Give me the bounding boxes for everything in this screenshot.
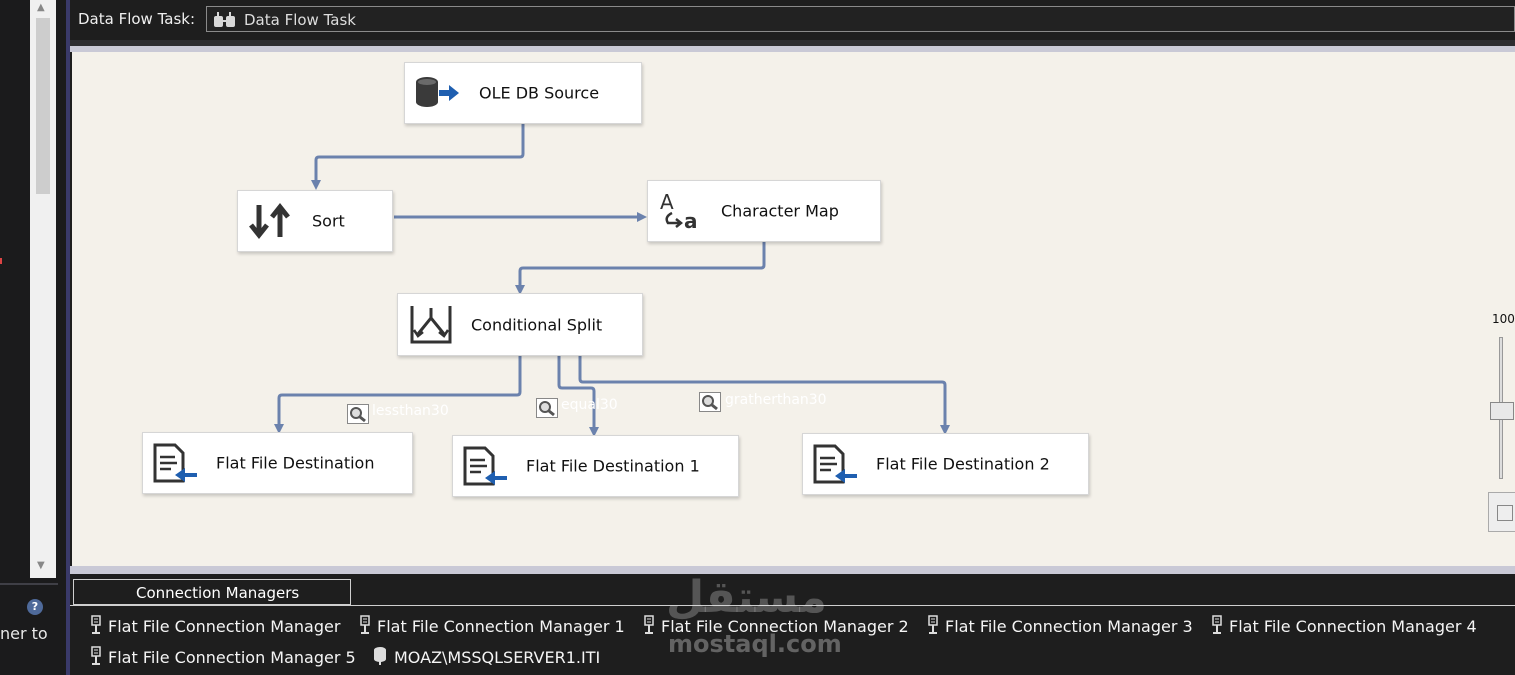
task-toolbar: Data Flow Task: Data Flow Task xyxy=(70,0,1515,40)
connection-manager-label: Flat File Connection Manager 5 xyxy=(108,648,356,667)
ole-db-source-icon xyxy=(416,77,459,107)
flat-file-connection-icon xyxy=(91,646,101,665)
data-viewer-equal-icon[interactable] xyxy=(536,398,558,418)
left-scrollbar[interactable]: ▲ ▼ xyxy=(30,0,56,578)
flat-file-connection-icon xyxy=(91,615,101,634)
conditional-split-node[interactable]: Conditional Split xyxy=(397,293,643,356)
flat-file-connection-icon xyxy=(1212,615,1222,634)
connection-manager-item[interactable]: Flat File Connection Manager xyxy=(90,615,340,636)
flat-file-destination-label: Flat File Destination xyxy=(216,453,375,473)
help-icon[interactable]: ? xyxy=(27,599,43,615)
flat-file-destination-2-label: Flat File Destination 2 xyxy=(876,454,1050,474)
connection-manager-label: Flat File Connection Manager 4 xyxy=(1229,617,1477,636)
data-viewer-lessthan-icon[interactable] xyxy=(347,404,369,424)
sort-label: Sort xyxy=(312,211,345,231)
zoom-fit-button[interactable] xyxy=(1488,492,1515,532)
sort-icon xyxy=(249,203,290,239)
svg-text:a: a xyxy=(684,209,698,231)
connection-manager-label: MOAZ\MSSQLSERVER1.ITI xyxy=(394,648,601,667)
left-panel-text: ner to xyxy=(0,624,48,643)
flat-file-connection-icon xyxy=(928,615,938,634)
zoom-level: 100% xyxy=(1492,312,1515,326)
path-label-lessthan[interactable]: lessthan30 xyxy=(372,403,449,419)
flat-file-destination-1-node[interactable]: Flat File Destination 1 xyxy=(452,435,739,497)
canvas-bottom-border xyxy=(70,566,1515,576)
canvas-top-border xyxy=(70,46,1515,52)
connection-managers-tab[interactable]: Connection Managers xyxy=(73,579,351,605)
connection-manager-label: Flat File Connection Manager 3 xyxy=(945,617,1193,636)
task-label: Data Flow Task: xyxy=(78,10,196,28)
flat-file-destination-node[interactable]: Flat File Destination xyxy=(142,432,413,494)
panel-divider xyxy=(0,583,58,585)
conditional-split-icon xyxy=(410,305,452,343)
character-map-icon: A a xyxy=(660,191,698,231)
ole-db-connection-icon xyxy=(374,647,386,665)
scrollbar-thumb[interactable] xyxy=(36,18,50,194)
connection-managers-tab-label: Connection Managers xyxy=(136,584,300,602)
connection-manager-item[interactable]: Flat File Connection Manager 1 xyxy=(359,615,625,636)
path-label-greater[interactable]: gratherthan30 xyxy=(725,392,827,408)
flow-split-equal[interactable] xyxy=(557,356,599,437)
canvas-separator xyxy=(70,574,1515,577)
scroll-down-icon[interactable]: ▼ xyxy=(37,560,45,571)
connection-manager-item[interactable]: MOAZ\MSSQLSERVER1.ITI xyxy=(372,646,600,667)
flat-file-destination-2-icon xyxy=(813,444,857,484)
connection-manager-label: Flat File Connection Manager xyxy=(108,617,341,636)
zoom-slider-thumb[interactable] xyxy=(1490,402,1514,420)
flow-split-lessthan[interactable] xyxy=(274,356,522,434)
conditional-split-label: Conditional Split xyxy=(471,315,603,334)
solution-explorer-panel: ▲ ▼ ? ner to xyxy=(0,0,66,675)
flat-file-destination-1-icon xyxy=(463,446,507,486)
flat-file-connection-icon xyxy=(644,615,654,634)
flow-source-to-sort[interactable] xyxy=(311,124,525,190)
path-label-equal[interactable]: equal30 xyxy=(561,397,618,413)
data-flow-task-icon xyxy=(214,12,235,27)
zoom-fit-icon xyxy=(1497,505,1513,521)
connection-manager-item[interactable]: Flat File Connection Manager 3 xyxy=(927,615,1193,636)
ole-db-source-label: OLE DB Source xyxy=(479,83,600,103)
error-marker xyxy=(0,258,2,264)
selected-task-text: Data Flow Task xyxy=(244,11,356,29)
character-map-node[interactable]: A a Character Map xyxy=(647,180,881,242)
sort-node[interactable]: Sort xyxy=(237,190,393,252)
toolbar-separator xyxy=(70,40,1515,48)
data-flow-task-select[interactable]: Data Flow Task xyxy=(206,6,1515,32)
ole-db-source-node[interactable]: OLE DB Source xyxy=(404,62,642,124)
character-map-label: Character Map xyxy=(721,201,839,221)
tab-underline xyxy=(70,605,1515,606)
flat-file-connection-icon xyxy=(360,615,370,634)
flow-connectors xyxy=(274,124,950,437)
connection-managers-panel: Connection Managers Flat File Connection… xyxy=(70,577,1515,675)
designer-border xyxy=(66,0,70,675)
connection-manager-item[interactable]: Flat File Connection Manager 2 xyxy=(643,615,909,636)
data-flow-canvas[interactable]: OLE DB Source Sort A a Character Map Con… xyxy=(72,52,1515,566)
flat-file-destination-icon xyxy=(153,443,197,483)
scroll-up-icon[interactable]: ▲ xyxy=(37,2,45,13)
data-viewer-greater-icon[interactable] xyxy=(699,392,721,412)
svg-text:A: A xyxy=(660,191,674,214)
flat-file-destination-2-node[interactable]: Flat File Destination 2 xyxy=(802,433,1089,495)
flow-charmap-to-split[interactable] xyxy=(515,242,766,295)
connection-manager-item[interactable]: Flat File Connection Manager 4 xyxy=(1211,615,1477,636)
connection-manager-label: Flat File Connection Manager 2 xyxy=(661,617,909,636)
connection-manager-label: Flat File Connection Manager 1 xyxy=(377,617,625,636)
flow-split-greater[interactable] xyxy=(578,356,950,435)
flat-file-destination-1-label: Flat File Destination 1 xyxy=(526,456,700,476)
connection-manager-item[interactable]: Flat File Connection Manager 5 xyxy=(90,646,356,667)
